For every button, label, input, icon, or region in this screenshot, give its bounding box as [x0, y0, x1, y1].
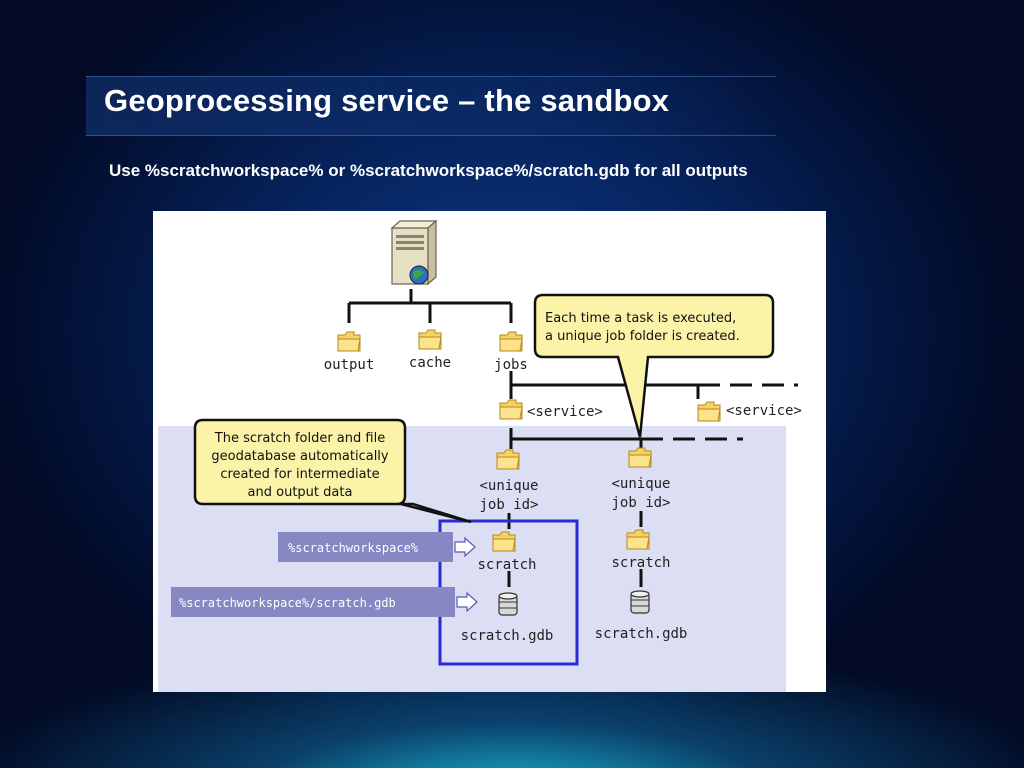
folder-icon-service-2	[697, 401, 721, 422]
scratch-folder-tag-text: %scratchworkspace%	[288, 541, 419, 555]
job-callout-line1: Each time a task is executed,	[545, 311, 736, 326]
folder-label-job-2-line1: <unique	[611, 476, 670, 492]
sandbox-diagram: output cache jobs <service> <service> <u…	[153, 211, 826, 692]
folder-icon-service-1	[499, 399, 523, 420]
scratch-callout-line3: created for intermediate	[220, 467, 379, 482]
folder-label-cache: cache	[409, 355, 451, 371]
folder-icon-job-2	[628, 447, 652, 468]
scratch-callout: The scratch folder and file geodatabase …	[193, 418, 472, 524]
folder-icon-scratch-1	[492, 531, 516, 552]
slide-title: Geoprocessing service – the sandbox	[104, 83, 670, 118]
folder-icon-cache	[418, 329, 442, 350]
geodatabase-icon-1	[498, 592, 518, 616]
dashed-lines	[641, 383, 798, 441]
folder-label-jobs: jobs	[494, 357, 528, 373]
folder-icon-scratch-2	[626, 529, 650, 550]
folder-icon-jobs	[499, 331, 523, 352]
scratch-callout-line1: The scratch folder and file	[214, 431, 385, 446]
folder-label-scratch-1: scratch	[477, 557, 536, 573]
slide-subtitle: Use %scratchworkspace% or %scratchworksp…	[109, 161, 748, 180]
folder-label-job-1-line2: job id>	[479, 497, 538, 513]
folder-label-output: output	[324, 357, 375, 373]
folder-label-scratch-2: scratch	[611, 555, 670, 571]
folder-label-job-2-line2: job id>	[611, 495, 670, 511]
folder-label-service-2: <service>	[726, 403, 802, 419]
tree-lines	[347, 289, 700, 587]
scratch-gdb-tag-text: %scratchworkspace%/scratch.gdb	[179, 596, 396, 610]
folder-icon-output	[337, 331, 361, 352]
job-callout-line2: a unique job folder is created.	[545, 329, 740, 344]
scratch-callout-line4: and output data	[248, 485, 353, 500]
geodatabase-icon-2	[630, 590, 650, 614]
scratch-gdb-tag	[171, 587, 455, 617]
title-band	[86, 76, 776, 136]
gdb-label-1: scratch.gdb	[461, 628, 554, 644]
folder-label-job-1-line1: <unique	[479, 478, 538, 494]
scratch-callout-line2: geodatabase automatically	[211, 449, 389, 464]
scratch-folder-tag	[278, 532, 453, 562]
server-icon	[390, 219, 438, 286]
job-folder-callout: Each time a task is executed, a unique j…	[533, 293, 775, 438]
folder-label-service-1: <service>	[527, 404, 603, 420]
folder-icon-job-1	[496, 449, 520, 470]
gdb-label-2: scratch.gdb	[595, 626, 688, 642]
